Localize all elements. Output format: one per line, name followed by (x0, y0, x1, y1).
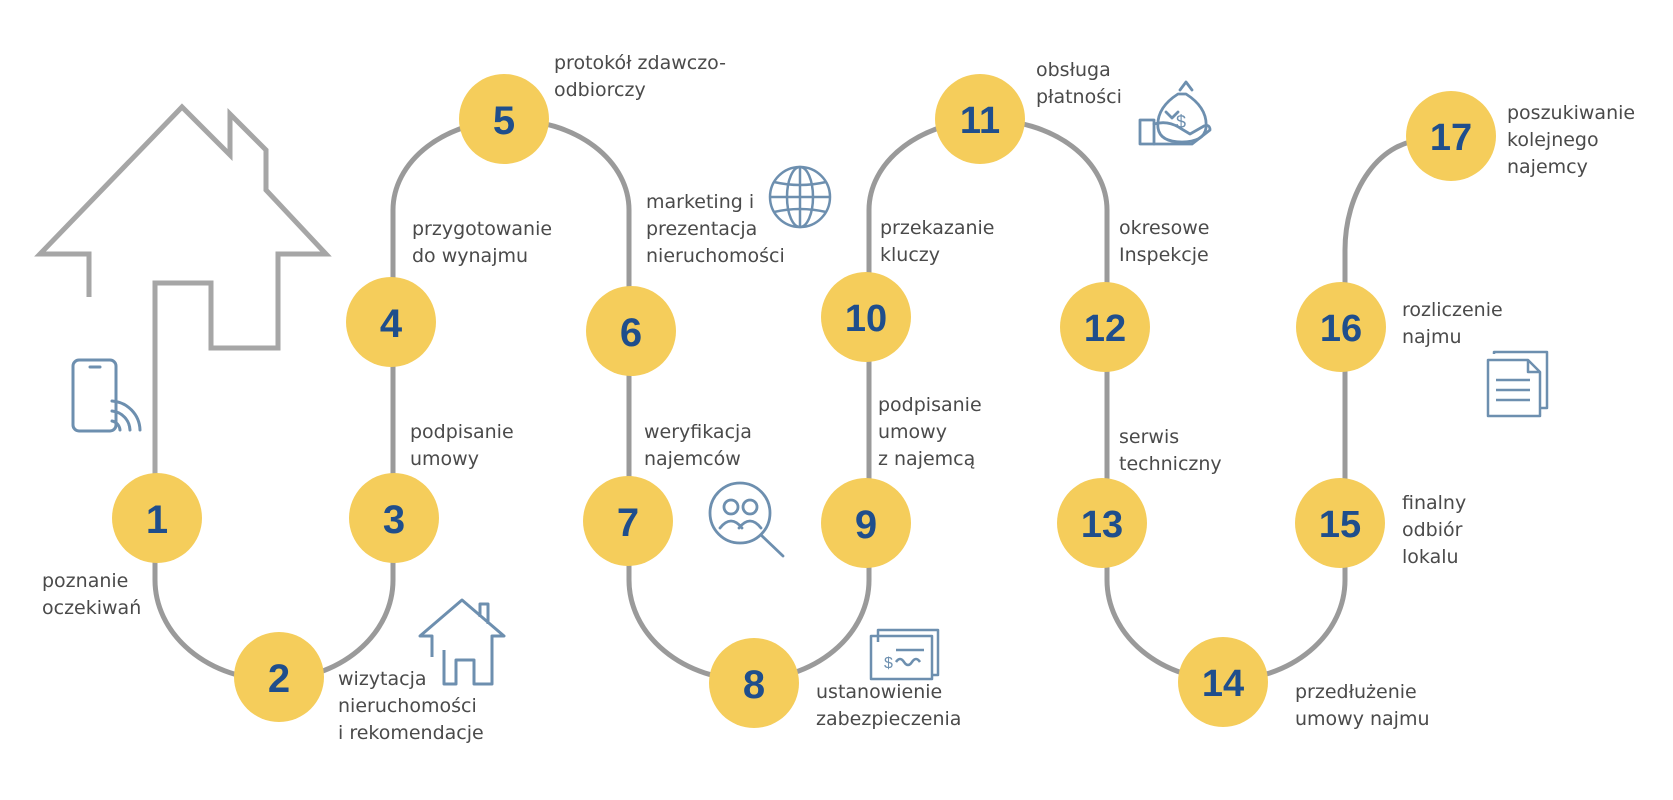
globe-icon (768, 165, 832, 229)
small-house-icon (418, 598, 506, 686)
step-label-10: przekazanie kluczy (880, 217, 995, 266)
svg-text:2: 2 (268, 657, 290, 701)
step-node-14: 14 (1178, 637, 1268, 727)
svg-text:5: 5 (493, 99, 515, 143)
step-label-1: poznanie oczekiwań (42, 570, 142, 619)
step-label-17: poszukiwanie kolejnego najemcy (1507, 102, 1636, 178)
documents-icon (1486, 350, 1549, 418)
svg-text:$: $ (884, 655, 893, 672)
svg-text:1: 1 (146, 498, 168, 542)
step-node-2: 2 (234, 632, 324, 722)
svg-text:7: 7 (617, 501, 639, 545)
svg-text:3: 3 (383, 498, 405, 542)
step-node-15: 15 (1295, 478, 1385, 568)
step-label-14: przedłużenie umowy najmu (1295, 681, 1430, 730)
step-node-6: 6 (586, 286, 676, 376)
svg-text:6: 6 (620, 311, 642, 355)
step-node-1: 1 (112, 473, 202, 563)
step-node-8: 8 (709, 638, 799, 728)
svg-text:17: 17 (1430, 117, 1472, 159)
step-label-8: ustanowienie zabezpieczenia (816, 681, 962, 730)
svg-text:$: $ (1176, 112, 1186, 132)
svg-text:4: 4 (380, 302, 403, 346)
step-label-12: okresowe Inspekcje (1119, 217, 1210, 266)
svg-text:10: 10 (845, 298, 887, 340)
svg-text:9: 9 (855, 503, 877, 547)
step-node-3: 3 (349, 473, 439, 563)
svg-text:16: 16 (1320, 308, 1362, 350)
step-node-4: 4 (346, 277, 436, 367)
step-label-3: podpisanie umowy (410, 421, 514, 470)
step-node-11: 11 (935, 74, 1025, 164)
svg-text:14: 14 (1202, 663, 1244, 705)
step-label-9: podpisanie umowy z najemcą (878, 394, 982, 470)
step-label-2: wizytacja nieruchomości i rekomendacje (338, 668, 484, 744)
step-node-9: 9 (821, 478, 911, 568)
step-label-5: protokół zdawczo- odbiorczy (554, 52, 727, 101)
step-node-7: 7 (583, 476, 673, 566)
step-node-10: 10 (821, 272, 911, 362)
process-path (152, 117, 1428, 683)
step-node-13: 13 (1057, 478, 1147, 568)
svg-text:13: 13 (1081, 504, 1123, 546)
step-node-17: 17 (1406, 91, 1496, 181)
house-outline-icon (34, 103, 332, 520)
phone-contactless-icon (71, 358, 142, 433)
step-label-13: serwis techniczny (1119, 426, 1222, 475)
step-nodes: 1 2 3 4 5 6 7 8 (112, 74, 1496, 728)
step-label-6: marketing i prezentacja nieruchomości (646, 191, 785, 267)
svg-text:12: 12 (1084, 308, 1126, 350)
step-node-5: 5 (459, 74, 549, 164)
step-label-15: finalny odbiór lokalu (1402, 492, 1467, 568)
cheque-icon: $ (869, 628, 940, 681)
step-label-7: weryfikacja najemców (644, 421, 752, 470)
svg-text:11: 11 (960, 100, 1000, 142)
money-bag-hand-icon: $ (1138, 80, 1212, 146)
svg-text:15: 15 (1319, 504, 1361, 546)
step-node-16: 16 (1296, 282, 1386, 372)
step-node-12: 12 (1060, 282, 1150, 372)
people-search-icon (708, 481, 785, 558)
step-label-16: rozliczenie najmu (1402, 299, 1503, 348)
step-label-4: przygotowanie do wynajmu (412, 218, 553, 267)
svg-text:8: 8 (743, 663, 765, 707)
step-label-11: obsługa płatności (1036, 59, 1122, 108)
